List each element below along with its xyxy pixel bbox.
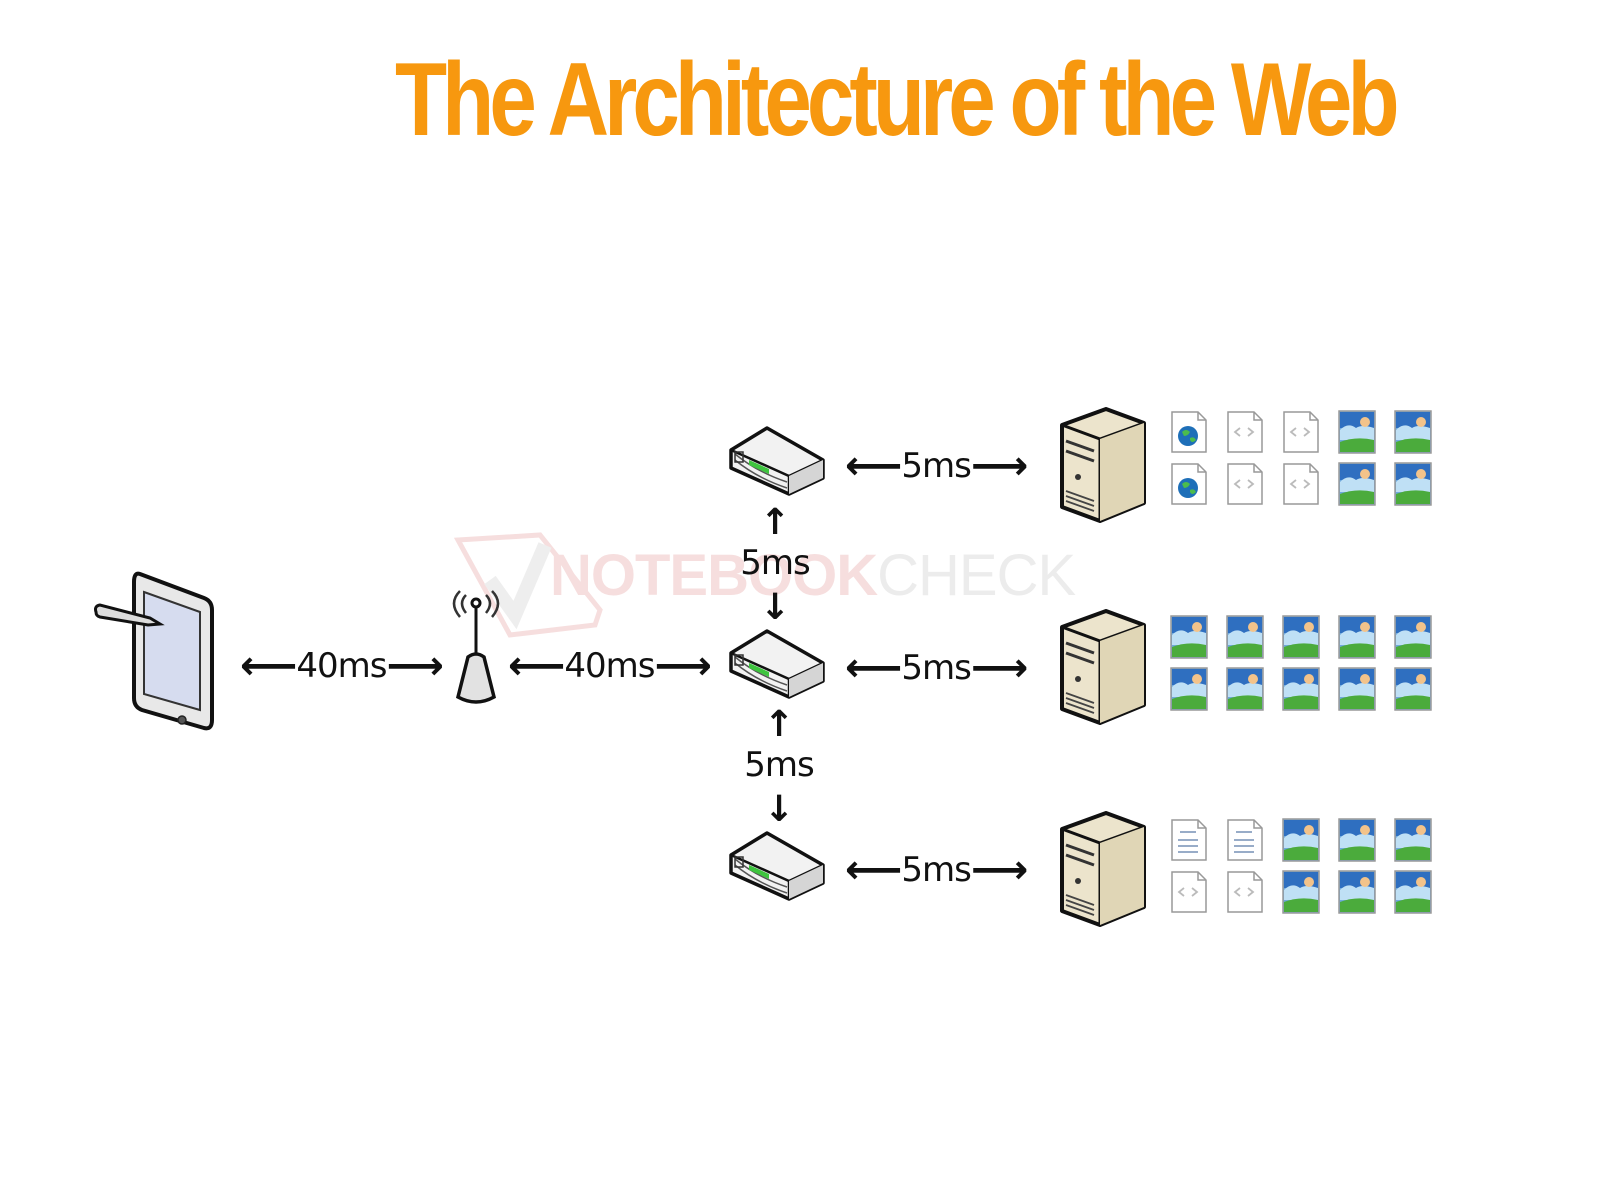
server-middle[interactable] <box>1058 607 1148 727</box>
router-icon <box>729 629 825 699</box>
router-icon <box>729 426 825 496</box>
server-middle-files <box>1170 615 1432 711</box>
client-tablet[interactable] <box>92 570 217 735</box>
image-icon[interactable] <box>1394 615 1432 659</box>
latency-label: 5ms <box>901 446 971 486</box>
link-router-server-middle: ⟵ 5ms ⟶ <box>845 645 1028 691</box>
arrow-right-icon: ⟶ <box>970 645 1028 691</box>
latency-label: 5ms <box>901 648 971 688</box>
image-icon[interactable] <box>1170 667 1208 711</box>
image-icon[interactable] <box>1226 667 1264 711</box>
image-icon[interactable] <box>1394 870 1432 914</box>
router-icon <box>729 831 825 901</box>
image-icon[interactable] <box>1282 667 1320 711</box>
arrow-left-icon: ⟵ <box>508 643 565 689</box>
server-tower-icon <box>1060 811 1146 927</box>
image-icon[interactable] <box>1394 818 1432 862</box>
arrow-left-icon: ⟵ <box>845 645 902 691</box>
image-icon[interactable] <box>1338 667 1376 711</box>
arrow-right-icon: ⟶ <box>970 443 1028 489</box>
link-router-server-top: ⟵ 5ms ⟶ <box>845 443 1028 489</box>
router-bottom[interactable] <box>727 827 827 902</box>
server-tower-icon <box>1060 609 1146 725</box>
arrow-left-icon: ⟵ <box>240 643 297 689</box>
image-icon[interactable] <box>1338 818 1376 862</box>
image-icon[interactable] <box>1394 667 1432 711</box>
image-icon[interactable] <box>1338 410 1376 454</box>
link-router-server-bottom: ⟵ 5ms ⟶ <box>845 847 1028 893</box>
text-file-icon[interactable] <box>1170 818 1208 862</box>
page-title: The Architecture of the Web <box>395 42 1400 158</box>
latency-label: 40ms <box>564 646 655 686</box>
server-bottom-files <box>1170 818 1432 914</box>
arrow-right-icon: ⟶ <box>970 847 1028 893</box>
image-icon[interactable] <box>1282 870 1320 914</box>
arrow-left-icon: ⟵ <box>845 443 902 489</box>
link-ap-router: ⟵ 40ms ⟶ <box>508 643 712 689</box>
wifi-antenna-icon <box>452 590 500 704</box>
server-top[interactable] <box>1058 405 1148 525</box>
watermark-text-check: CHECK <box>877 543 1076 608</box>
arrow-left-icon: ⟵ <box>845 847 902 893</box>
code-file-icon[interactable] <box>1226 462 1264 506</box>
code-file-icon[interactable] <box>1170 870 1208 914</box>
code-file-icon[interactable] <box>1282 462 1320 506</box>
image-icon[interactable] <box>1226 615 1264 659</box>
server-tower-icon <box>1060 407 1146 523</box>
arrow-right-icon: ⟶ <box>654 643 711 689</box>
arrow-up-icon: ↑ <box>760 502 791 543</box>
code-file-icon[interactable] <box>1226 870 1264 914</box>
router-top[interactable] <box>727 422 827 497</box>
image-icon[interactable] <box>1282 818 1320 862</box>
code-file-icon[interactable] <box>1282 410 1320 454</box>
link-router-top-middle: 5ms <box>740 543 810 583</box>
latency-label: 5ms <box>901 850 971 890</box>
text-file-icon[interactable] <box>1226 818 1264 862</box>
server-bottom[interactable] <box>1058 809 1148 929</box>
tablet-icon <box>94 571 214 731</box>
image-icon[interactable] <box>1338 462 1376 506</box>
watermark-text-notebook: NOTEBOOK <box>550 543 878 608</box>
latency-label: 40ms <box>296 646 387 686</box>
link-client-ap: ⟵ 40ms ⟶ <box>240 643 444 689</box>
image-icon[interactable] <box>1394 410 1432 454</box>
image-icon[interactable] <box>1338 615 1376 659</box>
web-page-icon[interactable] <box>1170 462 1208 506</box>
wireless-access-point[interactable] <box>450 585 510 710</box>
arrow-down-icon: ↓ <box>764 789 795 830</box>
image-icon[interactable] <box>1170 615 1208 659</box>
arrow-up-icon: ↑ <box>764 704 795 745</box>
image-icon[interactable] <box>1282 615 1320 659</box>
web-page-icon[interactable] <box>1170 410 1208 454</box>
image-icon[interactable] <box>1338 870 1376 914</box>
link-router-middle-bottom: 5ms <box>744 745 814 785</box>
router-middle[interactable] <box>727 625 827 700</box>
arrow-down-icon: ↓ <box>760 587 791 628</box>
image-icon[interactable] <box>1394 462 1432 506</box>
code-file-icon[interactable] <box>1226 410 1264 454</box>
server-top-files <box>1170 410 1432 506</box>
arrow-right-icon: ⟶ <box>386 643 443 689</box>
